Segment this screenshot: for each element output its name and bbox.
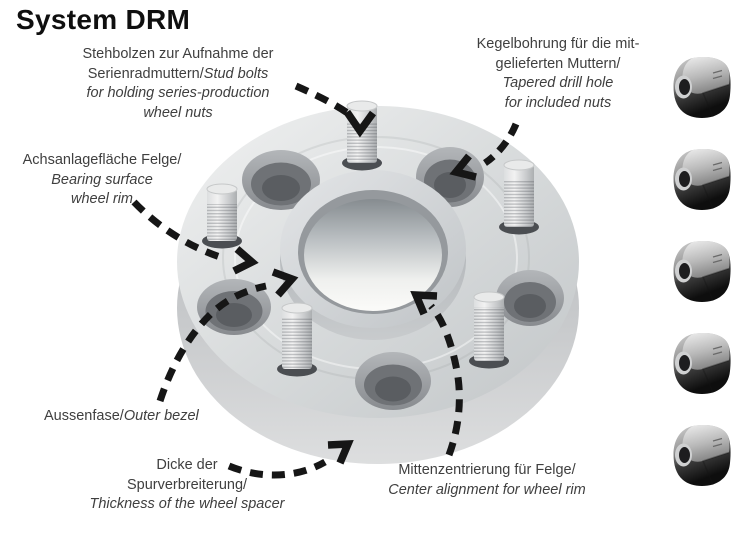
stud-bolt: [277, 302, 317, 377]
arrowhead: [327, 439, 354, 465]
annotation-line: wheel rim: [70, 191, 134, 207]
annotation-line: for holding series-production: [86, 85, 270, 101]
annotation-line: Stehbolzen zur Aufnahme der: [82, 46, 274, 62]
annotation-line: wheel nuts: [143, 104, 213, 121]
wheel-spacer: [177, 100, 579, 464]
annotation-line: Dicke der: [156, 457, 218, 473]
annotation-line: Tapered drill hole: [502, 75, 614, 91]
lug-nut: [672, 148, 732, 211]
arrow-stud-bolts: [294, 82, 356, 120]
tapered-hole: [355, 352, 431, 410]
annotation-line: Bearing surface: [51, 171, 153, 188]
tapered-hole: [197, 279, 271, 335]
arrowhead: [343, 109, 377, 138]
stud-bolt: [202, 183, 242, 249]
center-bore: [304, 199, 442, 311]
annotation-thickness: Dicke der Spurverbreiterung/ Thickness o…: [53, 456, 321, 515]
annotation-center-alignment: Mittenzentrierung für Felge/ Center alig…: [353, 461, 621, 500]
lug-nuts: [672, 56, 732, 487]
arrow-bearing-surface: [131, 199, 225, 262]
stud-bolt: [469, 291, 509, 369]
lug-nut: [672, 424, 732, 487]
annotation-line: Thickness of the wheel spacer: [89, 496, 285, 512]
annotation-line: Achsanlagefläche Felge/: [22, 152, 182, 168]
annotation-stud-bolts: Stehbolzen zur Aufnahme der Serienradmut…: [52, 45, 304, 123]
annotation-tapered-hole: Kegelbohrung für die mit- gelieferten Mu…: [438, 35, 678, 113]
arrow-outer-bezel: [156, 282, 267, 403]
arrowhead: [232, 246, 259, 275]
arrowhead: [410, 290, 438, 316]
stud-bolt: [499, 159, 539, 235]
annotation-line: Aussenfase/Outer bezel: [44, 408, 199, 424]
page-title: System DRM: [16, 4, 191, 35]
lug-nut: [672, 56, 732, 119]
arrowhead: [449, 153, 477, 181]
arrowhead: [271, 268, 299, 298]
lug-nut: [672, 240, 732, 303]
annotation-line: Spurverbreiterung/: [126, 476, 248, 493]
lug-nut: [672, 332, 732, 395]
annotation-line: Kegelbohrung für die mit-: [476, 36, 640, 52]
arrow-thickness: [227, 458, 327, 479]
annotation-arrows: [131, 82, 520, 479]
annotation-line: Mittenzentrierung für Felge/: [398, 462, 576, 478]
annotation-line: for included nuts: [504, 94, 612, 111]
annotation-bearing-surface: Achsanlagefläche Felge/ Bearing surface …: [2, 151, 202, 210]
arrow-center-alignment: [428, 303, 463, 457]
tapered-hole: [242, 150, 320, 210]
annotation-line: gelieferten Muttern/: [495, 55, 621, 72]
annotation-line: Center alignment for wheel rim: [388, 481, 586, 498]
tapered-hole: [496, 270, 564, 326]
arrow-tapered-hole: [482, 122, 520, 166]
annotation-line: Serienradmuttern/Stud bolts: [87, 65, 269, 82]
annotation-outer-bezel: Aussenfase/Outer bezel: [44, 407, 244, 427]
